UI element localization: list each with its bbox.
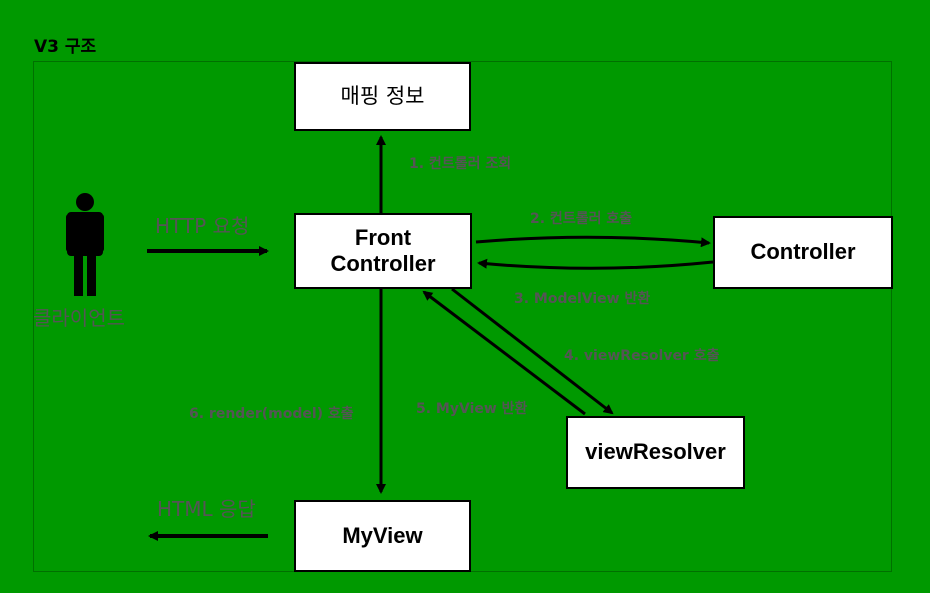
step5-arrow <box>422 290 586 416</box>
front-controller-box: Front Controller <box>294 213 472 289</box>
view-resolver-box: viewResolver <box>566 416 745 489</box>
step4-label: 4. viewResolver 호출 <box>564 348 720 364</box>
controller-label: Controller <box>750 239 856 265</box>
controller-box: Controller <box>713 216 893 289</box>
step5-label: 5. MyView 반환 <box>416 401 528 417</box>
my-view-box: MyView <box>294 500 471 572</box>
front-controller-label: Front Controller <box>330 224 436 276</box>
step2-arrow <box>475 235 711 248</box>
html-response-label: HTML 응답 <box>157 497 256 521</box>
step3-label: 3. ModelView 반환 <box>514 291 651 307</box>
step1-label: 1. 컨트롤러 조회 <box>409 156 512 172</box>
diagram-title: V3 구조 <box>34 37 97 57</box>
client-person-icon <box>66 193 104 296</box>
step2-label: 2. 컨트롤러 호출 <box>530 211 633 227</box>
client-label: 클라이언트 <box>33 306 125 330</box>
step4-arrow <box>451 287 614 415</box>
my-view-label: MyView <box>342 522 423 548</box>
step6-label: 6. render(model) 호출 <box>189 406 354 422</box>
step3-arrow <box>477 258 714 270</box>
mapping-info-box: 매핑 정보 <box>294 62 471 131</box>
view-resolver-label: viewResolver <box>585 439 726 465</box>
mapping-info-label: 매핑 정보 <box>340 83 425 108</box>
http-request-label: HTTP 요청 <box>155 214 250 238</box>
